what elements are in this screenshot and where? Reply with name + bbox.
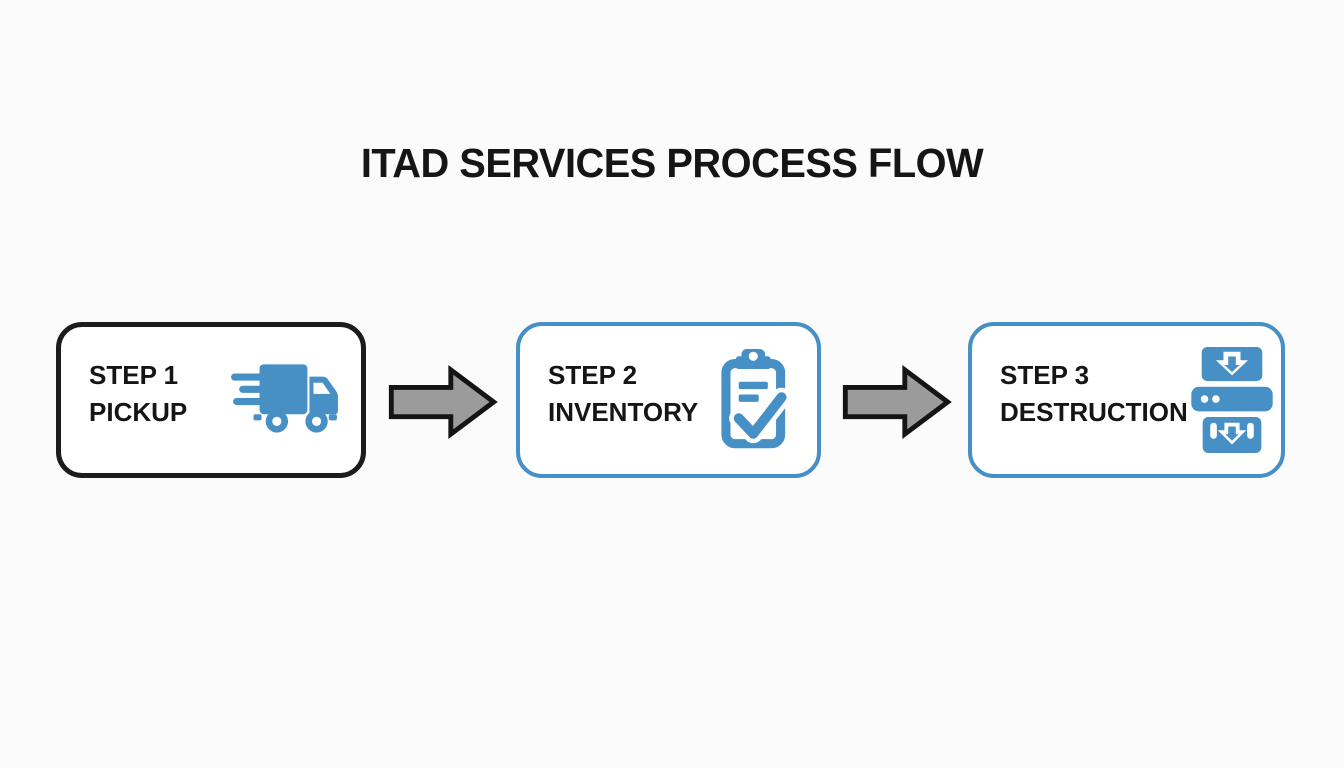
step-box-inventory: STEP 2 INVENTORY [516, 322, 821, 478]
flow-arrow-icon [842, 363, 952, 441]
step-text-block: STEP 2 INVENTORY [548, 359, 698, 429]
step-name-label: INVENTORY [548, 397, 699, 427]
step-name-label: PICKUP [89, 397, 188, 427]
step-name-label: DESTRUCTION [1000, 397, 1188, 427]
clipboard-check-icon [715, 348, 797, 452]
step-box-pickup: STEP 1 PICKUP [56, 322, 366, 478]
delivery-truck-icon [229, 359, 341, 441]
step-number-label: STEP 1 [89, 360, 179, 390]
step-number-label: STEP 2 [548, 360, 638, 390]
shredder-icon [1188, 347, 1276, 453]
step-text-block: STEP 3 DESTRUCTION [1000, 359, 1188, 429]
step-number-label: STEP 3 [1000, 360, 1090, 390]
step-text-block: STEP 1 PICKUP [89, 359, 187, 429]
flow-arrow-icon [388, 363, 498, 441]
step-box-destruction: STEP 3 DESTRUCTION [968, 322, 1285, 478]
diagram-title: ITAD SERVICES PROCESS FLOW [360, 140, 984, 186]
